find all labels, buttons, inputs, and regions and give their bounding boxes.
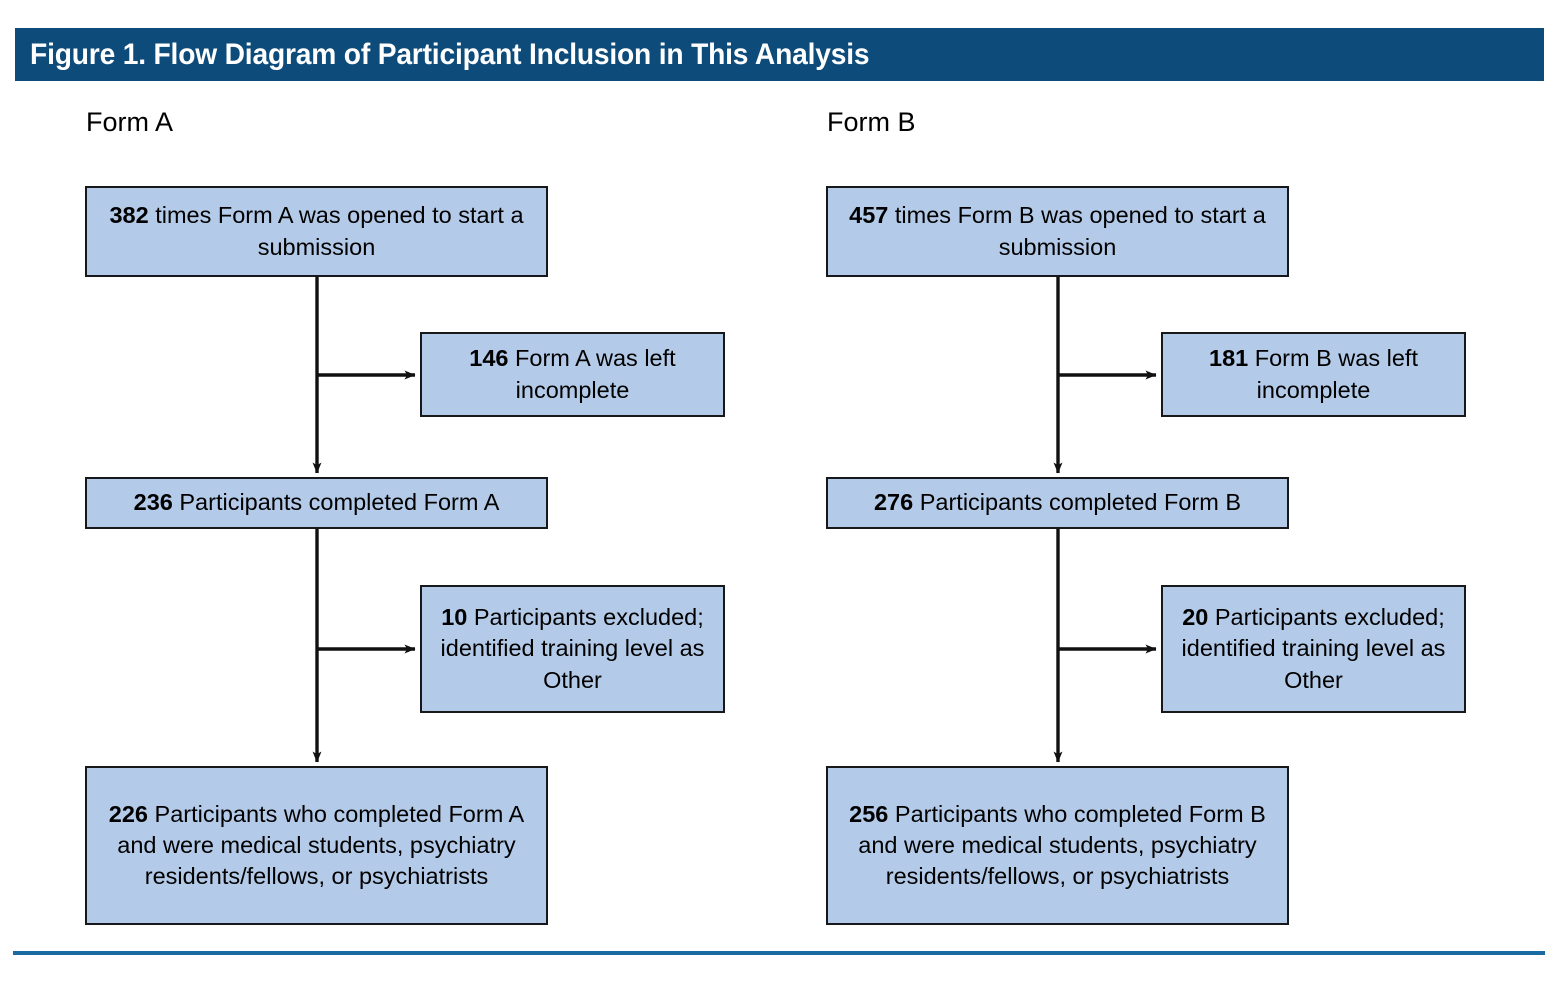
figure-title: Figure 1. Flow Diagram of Participant In… bbox=[30, 37, 870, 71]
flow-box-b-final-count: 256 bbox=[849, 800, 889, 827]
flow-box-a-final-text: Participants who completed Form A and we… bbox=[117, 800, 525, 890]
flow-box-a-completed-count: 236 bbox=[133, 489, 173, 516]
flow-box-b-incomplete: 181 Form B was left incomplete bbox=[1161, 332, 1466, 417]
flow-box-a-incomplete: 146 Form A was left incomplete bbox=[420, 332, 725, 417]
flow-box-b-excluded-count: 20 bbox=[1182, 604, 1209, 631]
flow-box-a-final-count: 226 bbox=[108, 800, 149, 827]
flow-box-a-opened-text: times Form A was opened to start a submi… bbox=[148, 202, 524, 260]
flow-box-a-excluded-text: Participants excluded; identified traini… bbox=[440, 604, 705, 693]
flow-box-b-completed-text: Participants completed Form B bbox=[913, 489, 1242, 516]
figure-title-bar: Figure 1. Flow Diagram of Participant In… bbox=[15, 28, 1544, 81]
flow-box-a-opened: 382 times Form A was opened to start a s… bbox=[85, 186, 548, 277]
flow-box-a-completed-text: Participants completed Form A bbox=[172, 489, 500, 516]
flow-box-b-excluded: 20 Participants excluded; identified tra… bbox=[1161, 585, 1466, 713]
footer-rule bbox=[13, 951, 1545, 955]
flow-box-b-opened: 457 times Form B was opened to start a s… bbox=[826, 186, 1289, 277]
flow-box-a-opened-count: 382 bbox=[109, 202, 149, 229]
flow-box-b-opened-count: 457 bbox=[849, 202, 889, 229]
flow-box-b-incomplete-text: Form B was left incomplete bbox=[1248, 345, 1418, 403]
flow-box-b-final: 256 Participants who completed Form B an… bbox=[826, 766, 1289, 925]
flow-box-b-completed-count: 276 bbox=[873, 489, 914, 516]
flow-box-a-incomplete-count: 146 bbox=[469, 345, 509, 372]
flow-box-b-opened-text: times Form B was opened to start a submi… bbox=[888, 202, 1266, 260]
flow-box-b-final-text: Participants who completed Form B and we… bbox=[858, 800, 1266, 890]
flow-box-b-incomplete-count: 181 bbox=[1209, 345, 1249, 372]
flow-box-a-final: 226 Participants who completed Form A an… bbox=[85, 766, 548, 925]
flow-box-b-completed: 276 Participants completed Form B bbox=[826, 477, 1289, 529]
flow-box-b-excluded-text: Participants excluded; identified traini… bbox=[1181, 604, 1446, 693]
flow-box-a-excluded-count: 10 bbox=[441, 604, 468, 631]
flow-box-a-completed: 236 Participants completed Form A bbox=[85, 477, 548, 529]
column-heading-form-a: Form A bbox=[86, 107, 174, 137]
flow-box-a-incomplete-text: Form A was left incomplete bbox=[508, 345, 676, 403]
column-heading-form-b: Form B bbox=[827, 107, 916, 137]
flow-box-a-excluded: 10 Participants excluded; identified tra… bbox=[420, 585, 725, 713]
